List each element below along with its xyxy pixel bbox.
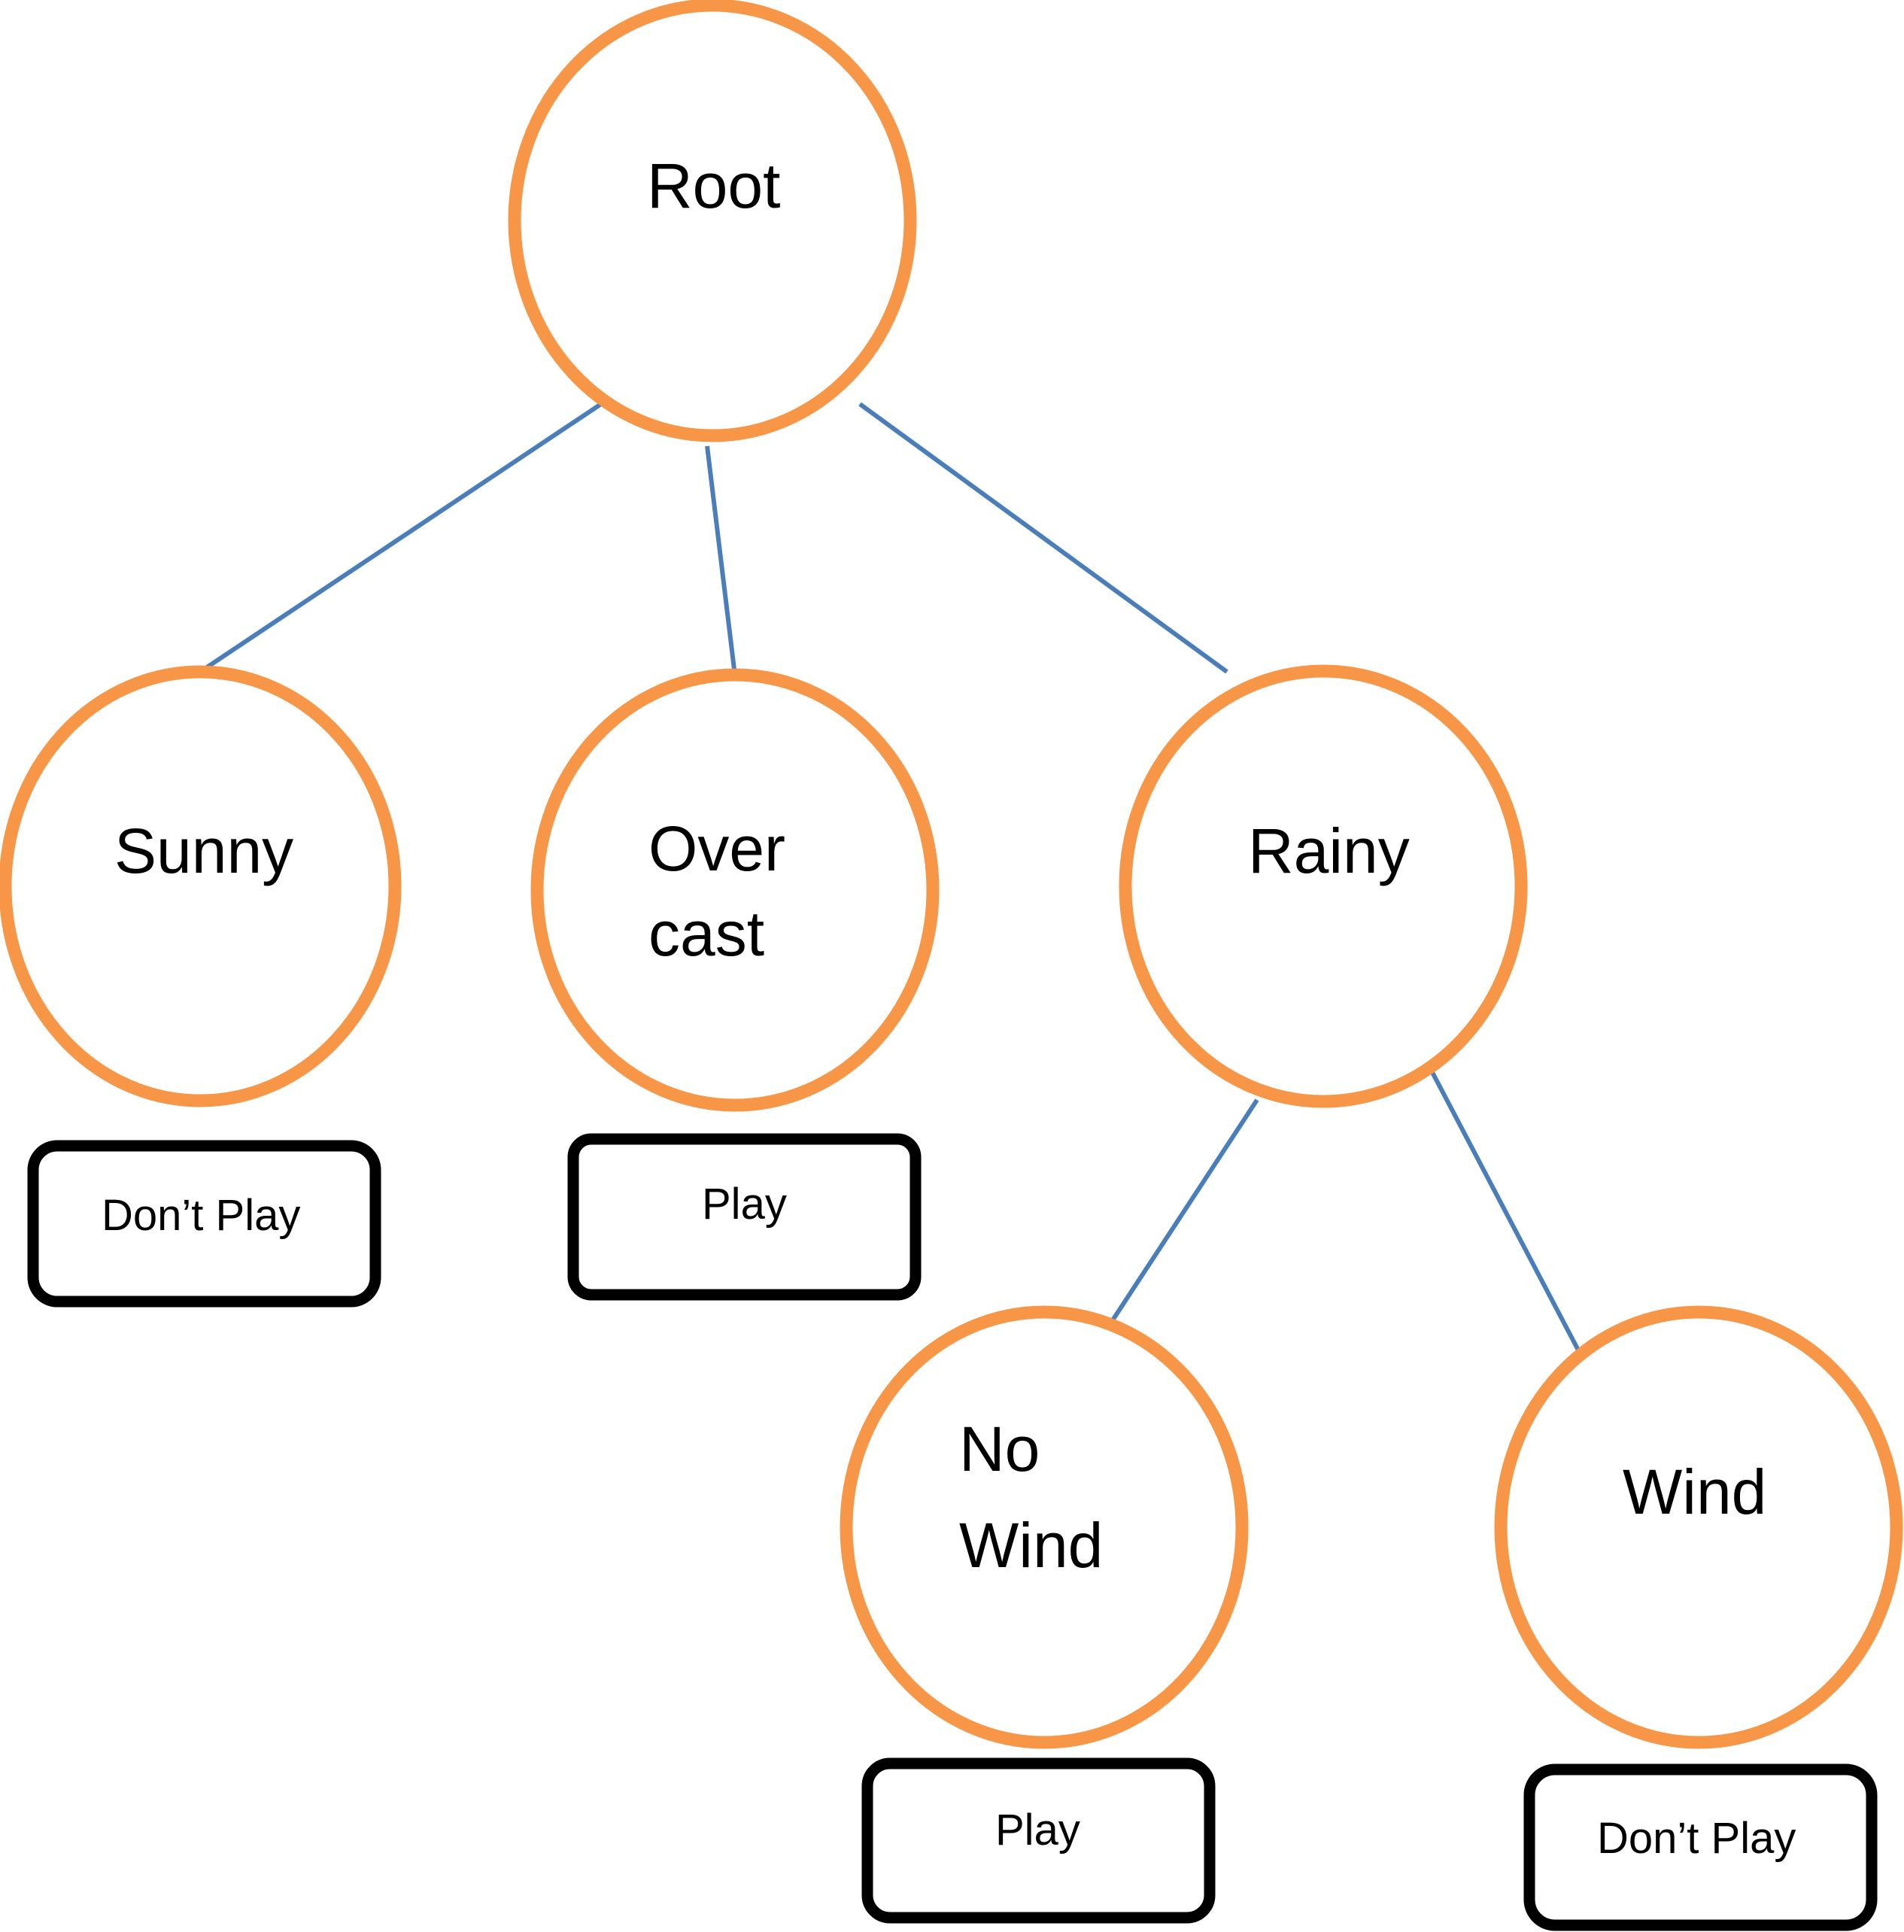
node-root-label: Root: [647, 150, 780, 221]
node-sunny: Sunny: [0, 665, 402, 1107]
node-root-circle: [508, 0, 917, 442]
leaf-overcast: Play: [567, 1133, 922, 1301]
leaf-wind: Don’t Play: [1523, 1763, 1878, 1931]
node-no-wind-label-line2: Wind: [959, 1510, 1103, 1581]
leaf-wind-label: Don’t Play: [1597, 1814, 1796, 1863]
edge-root-sunny: [199, 402, 603, 674]
node-wind: Wind: [1494, 1305, 1903, 1749]
node-no-wind-label-line1: No: [959, 1414, 1040, 1484]
leaf-sunny-label: Don’t Play: [102, 1191, 300, 1240]
node-rainy-label: Rainy: [1248, 816, 1410, 886]
node-no-wind: No Wind: [840, 1305, 1249, 1749]
node-rainy-circle: [1119, 664, 1528, 1108]
leaf-wind-box: [1523, 1763, 1878, 1931]
edges: [199, 402, 1585, 1360]
edge-root-overcast: [705, 445, 737, 676]
node-wind-circle: [1494, 1305, 1903, 1749]
edge-rainy-no-wind: [1104, 1098, 1259, 1331]
leaf-no-wind-label: Play: [995, 1806, 1080, 1855]
node-overcast-label-line1: Over: [648, 813, 785, 884]
leaf-sunny: Don’t Play: [27, 1140, 381, 1308]
node-root: Root: [508, 0, 917, 442]
node-wind-label: Wind: [1623, 1457, 1766, 1527]
node-sunny-circle: [0, 665, 402, 1107]
leaf-no-wind-box: [861, 1757, 1216, 1924]
node-overcast-label-line2: cast: [648, 898, 764, 969]
node-overcast: Over cast: [530, 668, 940, 1112]
node-overcast-circle: [530, 668, 940, 1112]
leaf-overcast-label: Play: [702, 1180, 787, 1229]
node-no-wind-circle: [840, 1305, 1249, 1749]
node-rainy: Rainy: [1119, 664, 1528, 1108]
node-sunny-label: Sunny: [114, 816, 293, 886]
edge-root-rainy: [858, 402, 1228, 674]
leaf-no-wind: Play: [861, 1757, 1216, 1924]
leaf-overcast-box: [567, 1133, 922, 1301]
edge-rainy-wind: [1425, 1061, 1585, 1360]
leaf-sunny-box: [27, 1140, 381, 1308]
